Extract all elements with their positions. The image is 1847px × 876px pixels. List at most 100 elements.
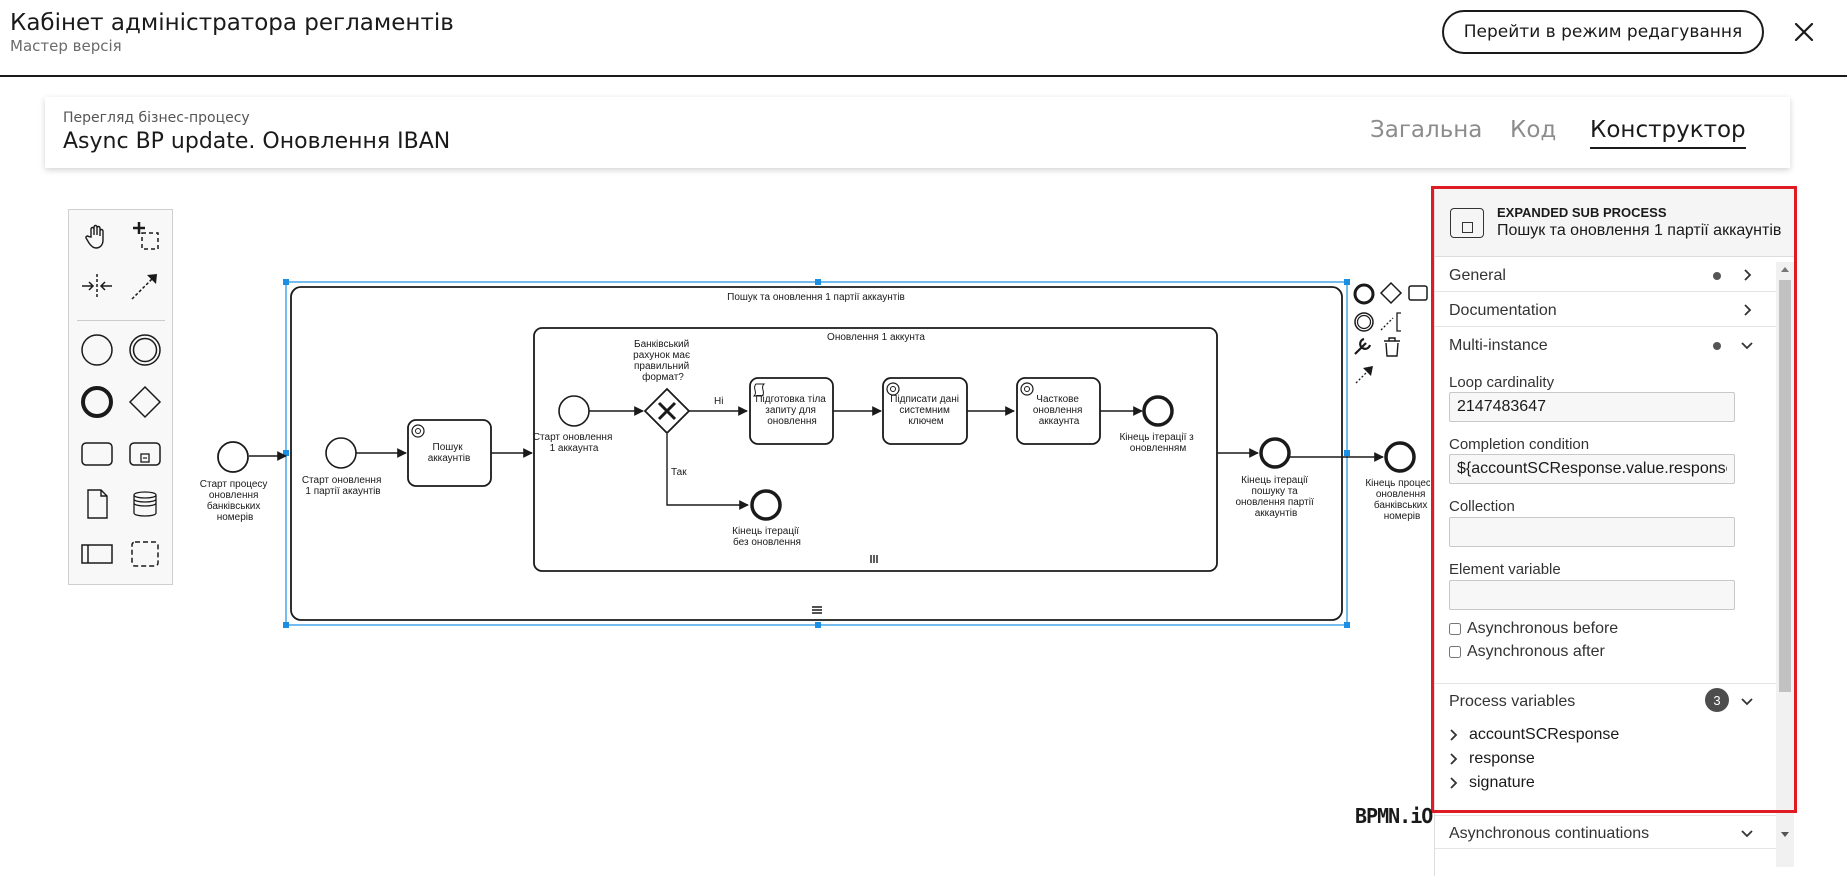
sub-process-icon[interactable] bbox=[125, 434, 165, 474]
data-indicator-icon bbox=[1713, 342, 1721, 350]
chevron-down-icon[interactable] bbox=[1738, 336, 1756, 354]
task-icon[interactable] bbox=[77, 434, 117, 474]
intermediate-event-icon[interactable] bbox=[125, 330, 165, 370]
end-iteration-update-event[interactable] bbox=[1142, 395, 1174, 427]
end-event-icon[interactable] bbox=[77, 382, 117, 422]
text-annotation-icon bbox=[1380, 317, 1394, 331]
process-caption: Перегляд бізнес-процесу bbox=[63, 110, 250, 126]
async-after-row[interactable]: Asynchronous after bbox=[1449, 643, 1605, 661]
group-icon[interactable] bbox=[125, 534, 165, 574]
chevron-right-icon bbox=[1450, 729, 1458, 741]
process-name: Async BP update. Оновлення IBAN bbox=[63, 129, 451, 154]
edit-mode-button[interactable]: Перейти в режим редагування bbox=[1442, 10, 1764, 54]
hand-tool-icon[interactable] bbox=[77, 216, 117, 256]
append-end-event-icon bbox=[1353, 283, 1375, 305]
variable-item[interactable]: signature bbox=[1449, 774, 1535, 792]
element-variable-input[interactable] bbox=[1449, 580, 1735, 610]
tab-constructor[interactable]: Конструктор bbox=[1590, 117, 1746, 149]
async-before-row[interactable]: Asynchronous before bbox=[1449, 620, 1618, 638]
variable-name: accountSCResponse bbox=[1469, 726, 1620, 743]
parallel-marker-icon bbox=[870, 555, 878, 563]
loop-cardinality-label: Loop cardinality bbox=[1449, 374, 1555, 391]
end-batch-event[interactable] bbox=[1259, 437, 1291, 469]
end-process-event[interactable] bbox=[1384, 441, 1416, 473]
lasso-tool-icon[interactable] bbox=[125, 216, 165, 256]
data-object-icon[interactable] bbox=[77, 484, 117, 524]
wrench-icon bbox=[1354, 337, 1372, 355]
app-header: Кабінет адміністратора регламентів Масте… bbox=[0, 0, 1847, 77]
space-tool-icon[interactable] bbox=[77, 266, 117, 306]
end-iteration-no-update-label: Кінець ітерації без оновлення bbox=[732, 526, 802, 548]
start-event-icon[interactable] bbox=[77, 330, 117, 370]
connect-icon bbox=[1355, 370, 1369, 384]
gear-icon bbox=[411, 424, 425, 438]
async-before-checkbox[interactable] bbox=[1449, 623, 1461, 635]
start-account-event[interactable] bbox=[558, 395, 590, 427]
chevron-right-icon[interactable] bbox=[1738, 266, 1756, 284]
gear-icon bbox=[1020, 382, 1034, 396]
group-documentation[interactable]: Documentation bbox=[1435, 293, 1777, 327]
variable-item[interactable]: accountSCResponse bbox=[1449, 726, 1619, 744]
collection-label: Collection bbox=[1449, 498, 1515, 515]
variable-name: response bbox=[1469, 750, 1535, 767]
chevron-right-icon[interactable] bbox=[1738, 301, 1756, 319]
start-process-event[interactable] bbox=[217, 441, 249, 473]
group-multi-instance-title: Multi-instance bbox=[1449, 337, 1548, 354]
group-general-title: General bbox=[1449, 267, 1506, 284]
close-icon[interactable] bbox=[1790, 18, 1818, 46]
async-after-checkbox[interactable] bbox=[1449, 646, 1461, 658]
element-name: Пошук та оновлення 1 партії аккаунтів bbox=[1497, 222, 1782, 239]
context-pad[interactable] bbox=[1353, 281, 1428, 384]
inner-subprocess-label: Оновлення 1 аккунта bbox=[827, 332, 925, 343]
async-before-label: Asynchronous before bbox=[1467, 620, 1619, 637]
prepare-request-task[interactable] bbox=[749, 377, 834, 445]
app-title: Кабінет адміністратора регламентів bbox=[10, 10, 454, 36]
scroll-up-icon[interactable] bbox=[1780, 265, 1790, 273]
tool-palette bbox=[68, 209, 173, 585]
panel-scrollbar-thumb[interactable] bbox=[1779, 280, 1791, 692]
group-process-variables[interactable]: Process variables 3 bbox=[1435, 683, 1777, 717]
partial-update-task[interactable] bbox=[1016, 377, 1101, 445]
group-multi-instance[interactable]: Multi-instance bbox=[1435, 328, 1777, 362]
sign-data-label: Підписати дані системним ключем bbox=[890, 394, 961, 427]
tab-code[interactable]: Код bbox=[1510, 117, 1557, 143]
group-async-continuations[interactable]: Asynchronous continuations bbox=[1435, 815, 1777, 849]
script-icon bbox=[752, 383, 766, 397]
end-iteration-update-label: Кінець ітерації з оновленням bbox=[1119, 432, 1196, 454]
gateway-x-icon bbox=[657, 401, 677, 421]
prepare-request-label: Підготовка тіла запиту для оновлення bbox=[755, 394, 828, 427]
async-after-label: Asynchronous after bbox=[1467, 643, 1605, 660]
properties-panel: EXPANDED SUB PROCESS Пошук та оновлення … bbox=[1434, 187, 1795, 876]
group-documentation-title: Documentation bbox=[1449, 302, 1557, 319]
element-variable-label: Element variable bbox=[1449, 561, 1561, 578]
global-connect-tool-icon[interactable] bbox=[125, 266, 165, 306]
variable-item[interactable]: response bbox=[1449, 750, 1535, 768]
end-iteration-no-update-event[interactable] bbox=[750, 489, 782, 521]
gateway-icon[interactable] bbox=[125, 382, 165, 422]
start-batch-event[interactable] bbox=[325, 437, 357, 469]
search-accounts-label: Пошук аккаунтів bbox=[428, 442, 471, 464]
completion-condition-input[interactable] bbox=[1449, 454, 1735, 484]
completion-condition-label: Completion condition bbox=[1449, 436, 1590, 453]
scroll-down-icon[interactable] bbox=[1780, 831, 1790, 839]
group-general[interactable]: General bbox=[1435, 258, 1777, 292]
gear-icon bbox=[886, 382, 900, 396]
participant-icon[interactable] bbox=[77, 534, 117, 574]
bpmn-diagram[interactable]: Пошук та оновлення 1 партії аккаунтів Он… bbox=[0, 0, 1430, 876]
sign-data-task[interactable] bbox=[882, 377, 968, 445]
chevron-down-icon[interactable] bbox=[1738, 824, 1756, 842]
data-store-icon[interactable] bbox=[125, 484, 165, 524]
chevron-right-icon bbox=[1450, 777, 1458, 789]
tab-general[interactable]: Загальна bbox=[1370, 117, 1483, 143]
variables-count-badge: 3 bbox=[1705, 688, 1729, 712]
palette-separator bbox=[77, 320, 165, 321]
bpmn-io-logo[interactable]: BPMN.iO bbox=[1355, 804, 1433, 828]
loop-cardinality-input[interactable] bbox=[1449, 392, 1735, 422]
end-process-label: Кінець процесу оновлення банківських ном… bbox=[1365, 478, 1430, 522]
group-process-variables-title: Process variables bbox=[1449, 693, 1576, 710]
collection-input[interactable] bbox=[1449, 517, 1735, 547]
chevron-down-icon[interactable] bbox=[1738, 692, 1756, 710]
search-accounts-task[interactable] bbox=[407, 419, 492, 487]
outer-subprocess-label: Пошук та оновлення 1 партії аккаунтів bbox=[727, 292, 905, 303]
trash-icon bbox=[1384, 337, 1400, 357]
